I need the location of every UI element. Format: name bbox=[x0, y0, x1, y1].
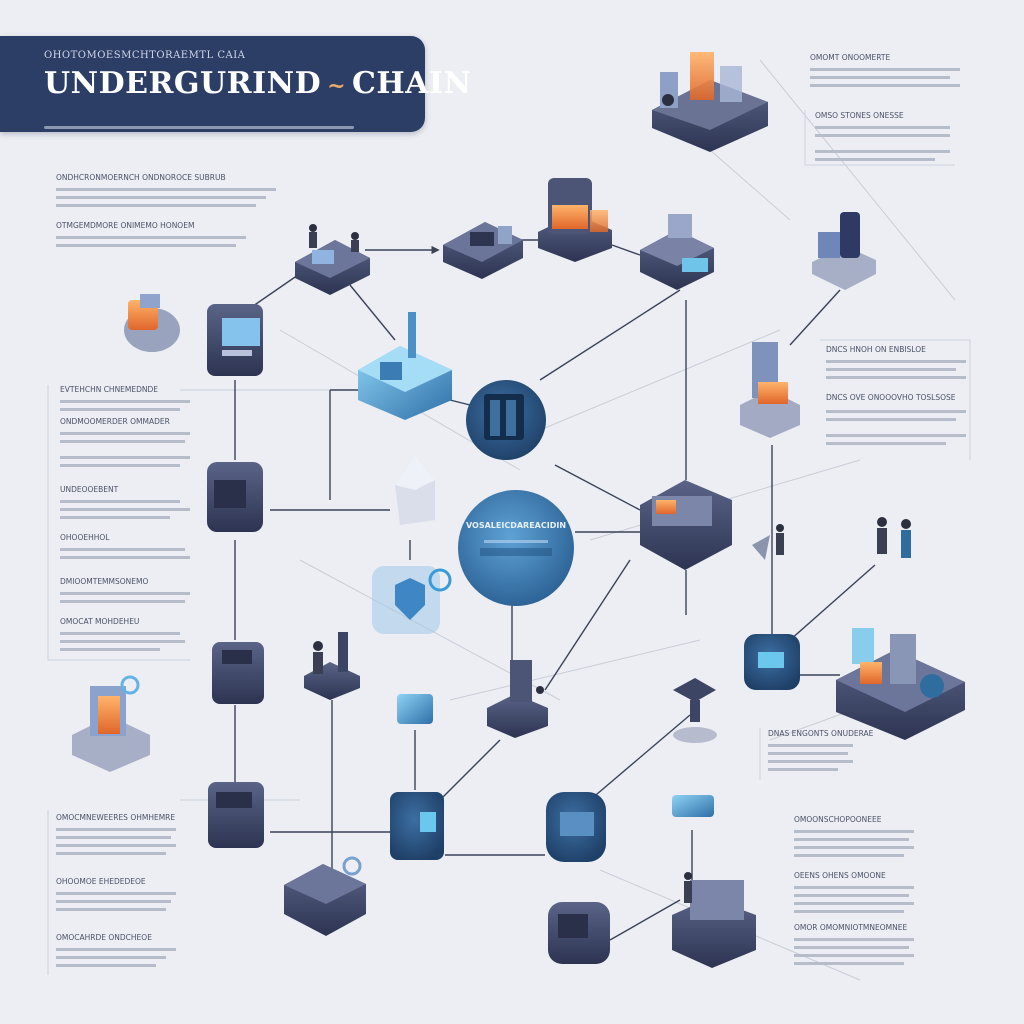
callout-left-mid-3: UNDEOOEBENT bbox=[60, 485, 119, 494]
terminal-cube[interactable] bbox=[390, 792, 444, 860]
callout-right-lower-1: DNAS ENGONTS ONUDERAE bbox=[768, 729, 874, 738]
callout-left-mid-2: ONDMOOMERDER OMMADER bbox=[60, 417, 170, 426]
fabrication-machine bbox=[72, 677, 150, 772]
callout-left-mid-5: DMIOOMTEMMSONEMO bbox=[60, 577, 148, 586]
callout-left-top-2: OTMGEMDMORE ONIMEMO HONOEM bbox=[56, 221, 194, 230]
callout-left-mid-4: OHOOEHHOL bbox=[60, 533, 110, 542]
callout-right-mid-1: DNCS HNOH ON ENBISLOE bbox=[826, 345, 926, 354]
factory-platform-right bbox=[836, 628, 965, 740]
person-icon bbox=[877, 517, 887, 527]
callout-right-bottom-3: OMOR OMOMNIOTMNEOMNEE bbox=[794, 923, 907, 932]
kiosk-stand bbox=[673, 678, 717, 743]
callout-top-right-1: OMOMT ONOOMERTE bbox=[810, 53, 890, 62]
callout-right-bottom-1: OMOONSCHOPOONEEE bbox=[794, 815, 882, 824]
person-icon bbox=[309, 224, 317, 232]
team-group bbox=[877, 517, 911, 558]
person-icon bbox=[313, 641, 323, 651]
worker-platform bbox=[304, 632, 360, 700]
central-hub[interactable]: VOSALEICDAREACIDIN bbox=[458, 490, 574, 606]
callout-left-bottom-2: OHOOMOE EHEDEDEOE bbox=[56, 877, 146, 886]
field-worker bbox=[752, 524, 784, 560]
server-rack-mid bbox=[207, 462, 263, 532]
person-icon bbox=[901, 519, 911, 529]
workstation-node bbox=[443, 222, 523, 279]
factory-icon bbox=[690, 52, 714, 100]
sensor-cube bbox=[397, 694, 433, 724]
server-rack-left bbox=[207, 304, 263, 376]
assembly-machine bbox=[640, 480, 732, 570]
callout-left-top-1: ONDHCRONMOERNCH ONDNOROCE SUBRUB bbox=[56, 173, 226, 182]
person-icon bbox=[351, 232, 359, 240]
factory-platform-top bbox=[652, 52, 768, 152]
routing-node[interactable] bbox=[546, 792, 606, 862]
storage-unit-bottom bbox=[548, 902, 610, 964]
callout-left-bottom-1: OMOCMNEWEERES OHMHEMRE bbox=[56, 813, 175, 822]
processing-cube bbox=[358, 312, 452, 420]
cloud-sensor bbox=[672, 795, 714, 817]
person-icon bbox=[776, 524, 784, 532]
callout-top-right-2: OMSO STONES ONESSE bbox=[815, 111, 904, 120]
hub-label: VOSALEICDAREACIDIN bbox=[466, 521, 566, 530]
network-module[interactable] bbox=[744, 634, 800, 690]
loading-dock bbox=[284, 858, 366, 936]
callout-left-mid-1: EVTEHCHN CHNEMEDNDE bbox=[60, 385, 158, 394]
hub-data-center[interactable] bbox=[466, 380, 546, 460]
packaging-press bbox=[208, 782, 264, 848]
operations-station bbox=[295, 224, 370, 295]
reactor-machine bbox=[812, 212, 876, 290]
callout-right-bottom-2: OEENS OHENS OMOONE bbox=[794, 871, 886, 880]
dispatch-station bbox=[487, 660, 548, 738]
callout-left-mid-6: OMOCAT MOHDEHEU bbox=[60, 617, 139, 626]
person-icon bbox=[684, 872, 692, 880]
crystal-storage bbox=[395, 455, 435, 525]
callout-right-mid-2: DNCS OVE ONOOOVHO TOSLSOSE bbox=[826, 393, 956, 402]
pump-pod bbox=[124, 294, 180, 352]
distribution-center bbox=[672, 872, 756, 968]
packing-unit bbox=[212, 642, 264, 704]
security-module bbox=[372, 566, 450, 634]
callout-left-bottom-3: OMOCAHRDE ONDCHEOE bbox=[56, 933, 152, 942]
person-icon bbox=[536, 686, 544, 694]
storage-tower bbox=[740, 342, 800, 438]
person-icon bbox=[662, 94, 674, 106]
furnace-unit bbox=[538, 178, 612, 262]
control-unit bbox=[640, 214, 714, 290]
